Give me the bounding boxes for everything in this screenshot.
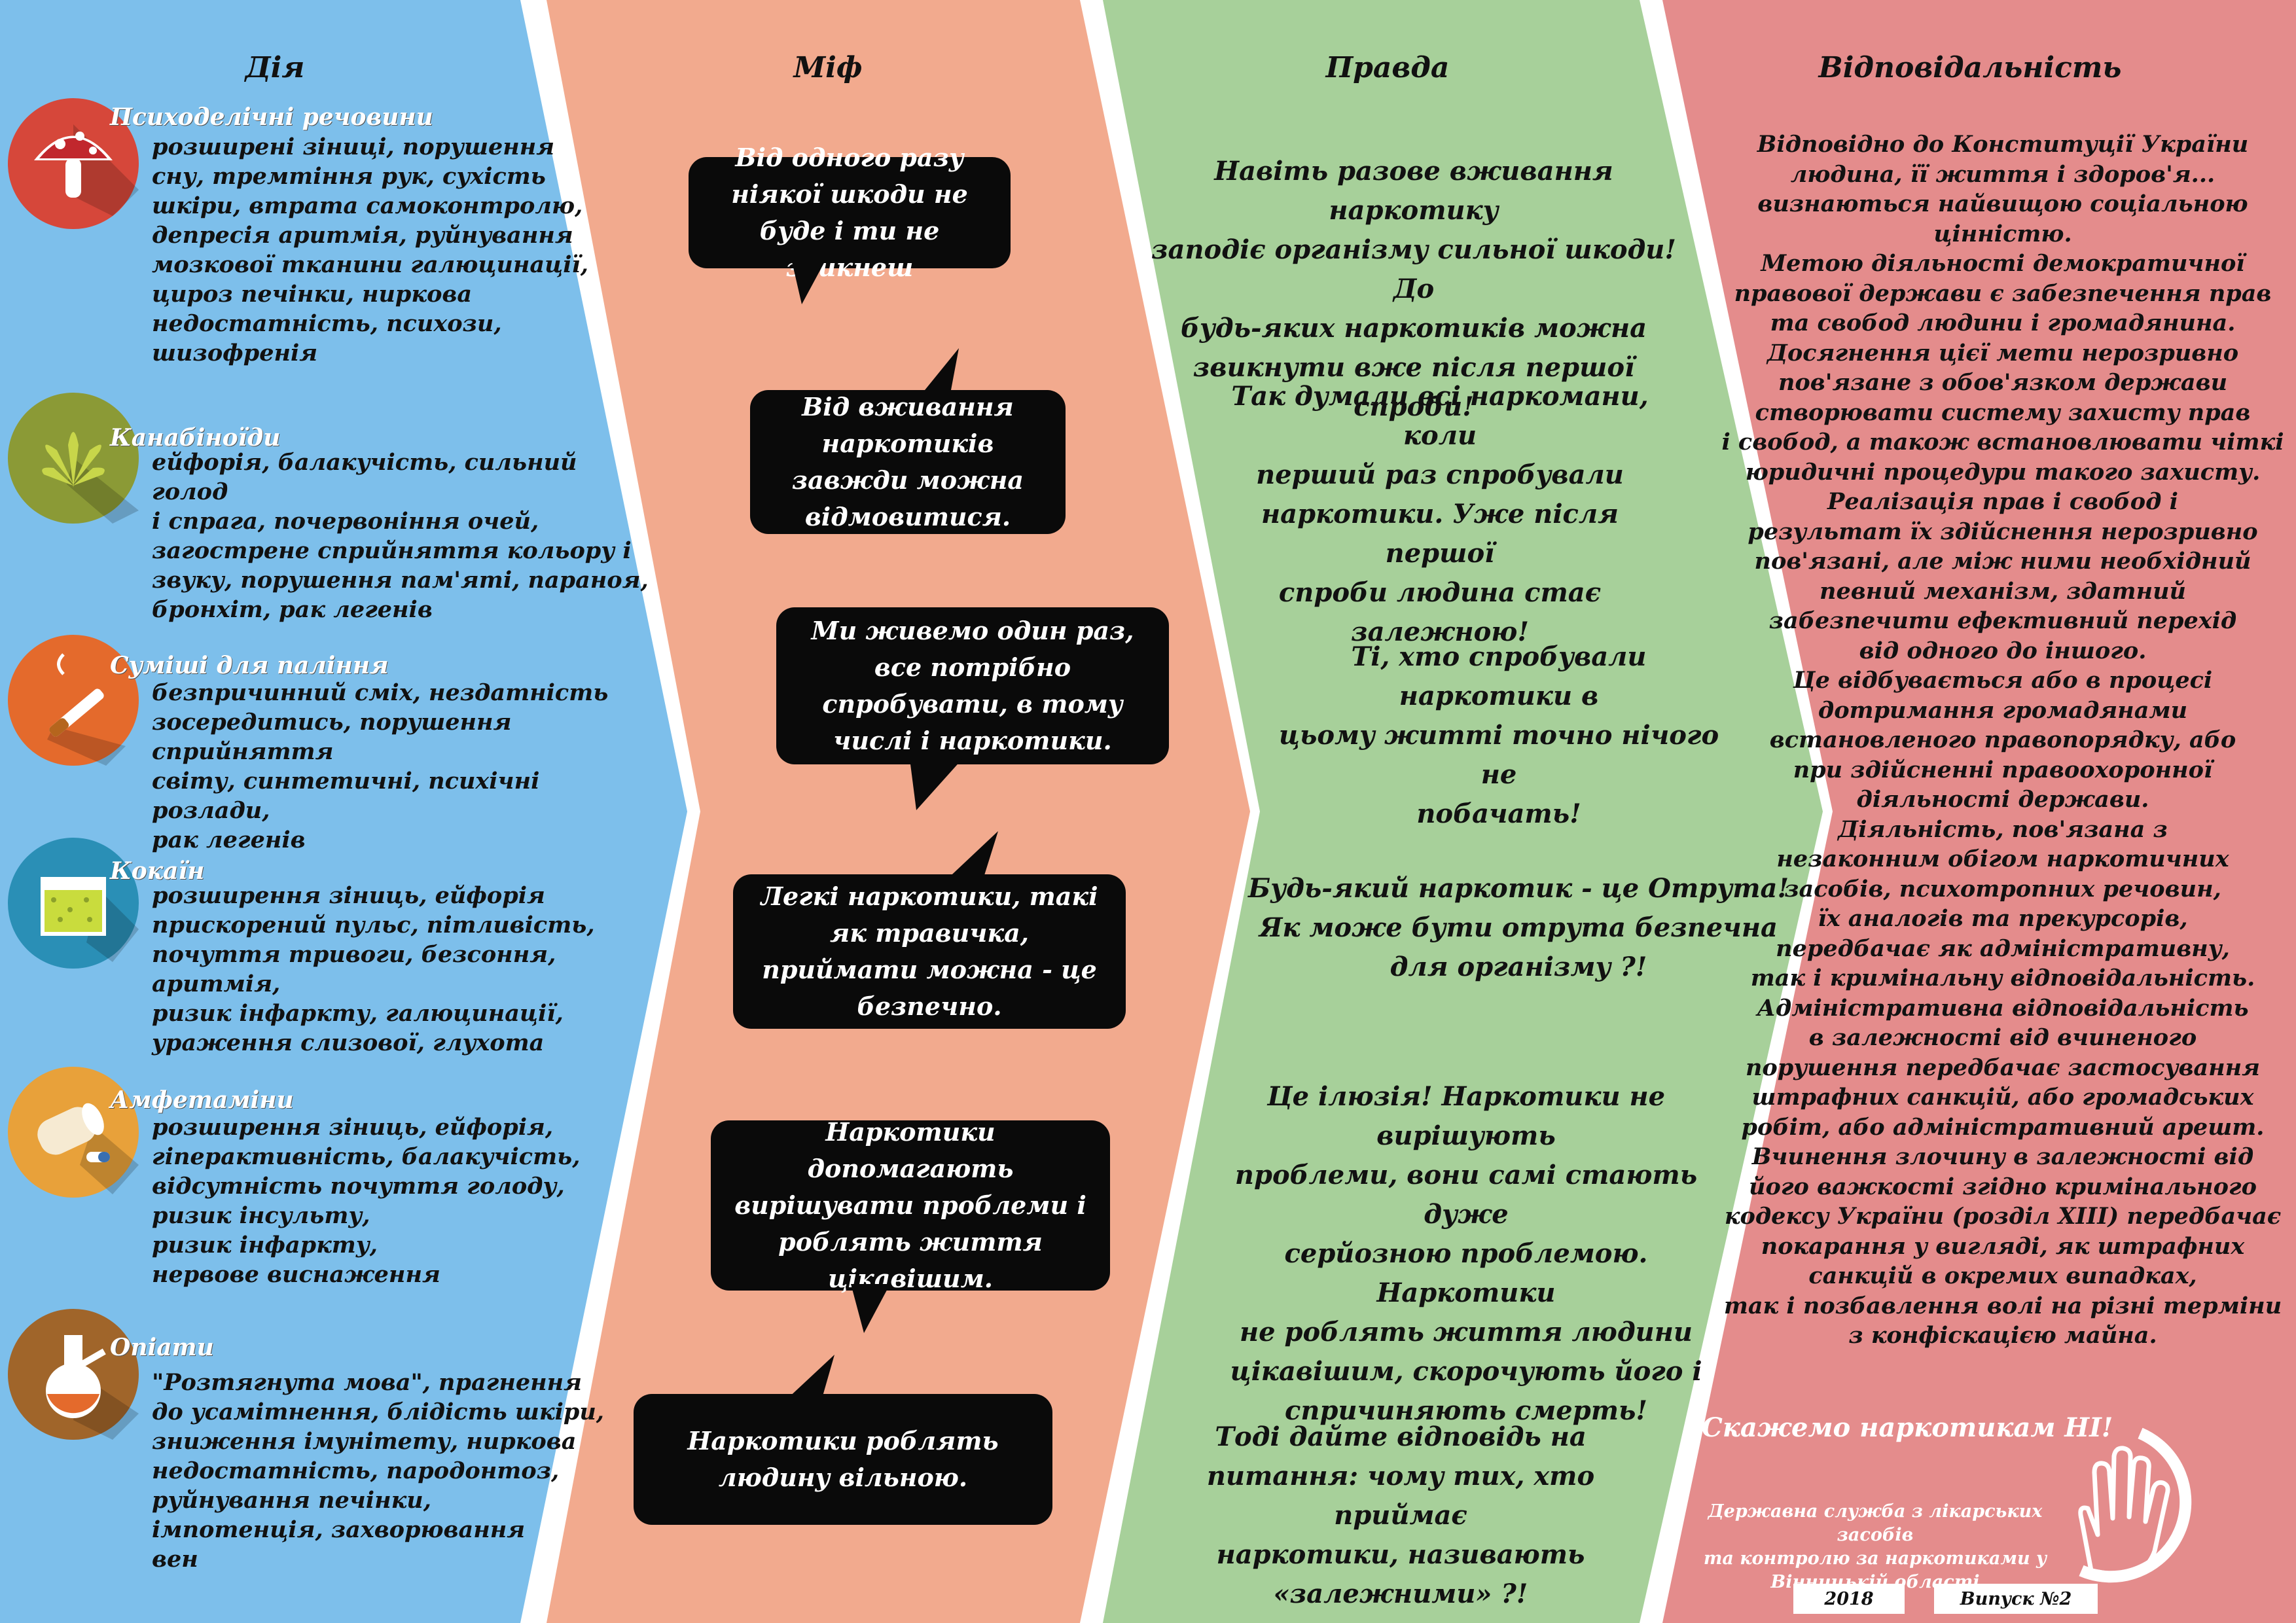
truth-text-4: Будь-який наркотик - це Отрута! Як може …: [1248, 873, 1789, 982]
drug-effects: безпричинний сміх, нездатність зосередит…: [152, 679, 609, 853]
drug-name: Кокаїн: [110, 857, 205, 885]
drug-effects: розширені зіниці, порушення сну, тремтін…: [152, 134, 588, 366]
stop-hand-icon: [2078, 1427, 2192, 1583]
bubble-tail: [916, 348, 959, 401]
myth-bubble-2: Від вживання наркотиків завжди можна від…: [750, 390, 1066, 534]
myth-bubble-3: Ми живемо один раз, все потрібно спробув…: [776, 607, 1169, 764]
powder-container-icon: [8, 838, 139, 969]
bubble-tail: [785, 1355, 834, 1400]
footer-year: 2018: [1793, 1584, 1905, 1614]
mushroom-icon: [8, 98, 139, 229]
drug-effects: розширення зіниць, ейфорія прискорений п…: [152, 882, 595, 1056]
truth-text-2: Так думали всі наркомани, коли перший ра…: [1231, 381, 1649, 647]
bubble-tail: [851, 1284, 890, 1333]
myth-bubble-6: Наркотики роблять людину вільною.: [634, 1394, 1052, 1525]
responsibility-text: Відповідно до Конституції України людина…: [1721, 131, 2284, 1349]
action-column: [0, 0, 687, 1623]
myth-bubble-1: Від одного разу ніякої шкоди не буде і т…: [689, 143, 1011, 282]
drug-name: Психоделічні речовини: [110, 103, 433, 131]
bubble-tail: [942, 831, 998, 883]
drug-name: Амфетаміни: [110, 1086, 294, 1114]
truth-text-1: Навіть разове вживання наркотику заподіє…: [1151, 156, 1676, 422]
pills-icon: [8, 1067, 139, 1198]
bubble-tail: [910, 759, 962, 810]
truth-text-5: Це ілюзія! Наркотики не вирішують пробле…: [1230, 1081, 1702, 1426]
footer-issue: Випуск №2: [1934, 1584, 2098, 1614]
drug-effects: ейфорія, балакучість, сильний голод і сп…: [152, 449, 649, 623]
truth-column: [1103, 0, 1823, 1623]
responsibility-column-title: Відповідальність: [1818, 51, 2122, 84]
drug-effects: розширення зіниць, ейфорія, гіперактивні…: [152, 1114, 581, 1288]
myth-bubble-4: Легкі наркотики, такі як травичка, прийм…: [733, 874, 1126, 1029]
flask-icon: [8, 1309, 139, 1440]
myth-column-title: Міф: [793, 51, 863, 84]
drug-name: Суміші для паління: [110, 652, 389, 679]
drug-name: Канабіноїди: [110, 424, 281, 452]
truth-column-title: Правда: [1325, 51, 1450, 84]
smoking-pipe-icon: [8, 635, 139, 766]
action-column-title: Дія: [245, 51, 305, 84]
drug-name: Опіати: [110, 1334, 214, 1361]
myth-bubble-5: Наркотики допомагають вирішувати проблем…: [711, 1117, 1110, 1293]
cannabis-leaf-icon: [8, 393, 139, 524]
truth-text-6: Тоді дайте відповідь на питання: чому ти…: [1206, 1421, 1595, 1609]
responsibility-column: [1662, 0, 2296, 1623]
truth-text-3: Ті, хто спробували наркотики в цьому жит…: [1278, 641, 1719, 829]
slogan: Скажемо наркотикам НІ!: [1702, 1412, 2113, 1443]
agency-name: Державна служба з лікарських засобів та …: [1703, 1501, 2047, 1592]
drug-effects: "Розтягнута мова", прагнення до усамітне…: [152, 1369, 604, 1573]
bubble-tail: [792, 262, 825, 304]
